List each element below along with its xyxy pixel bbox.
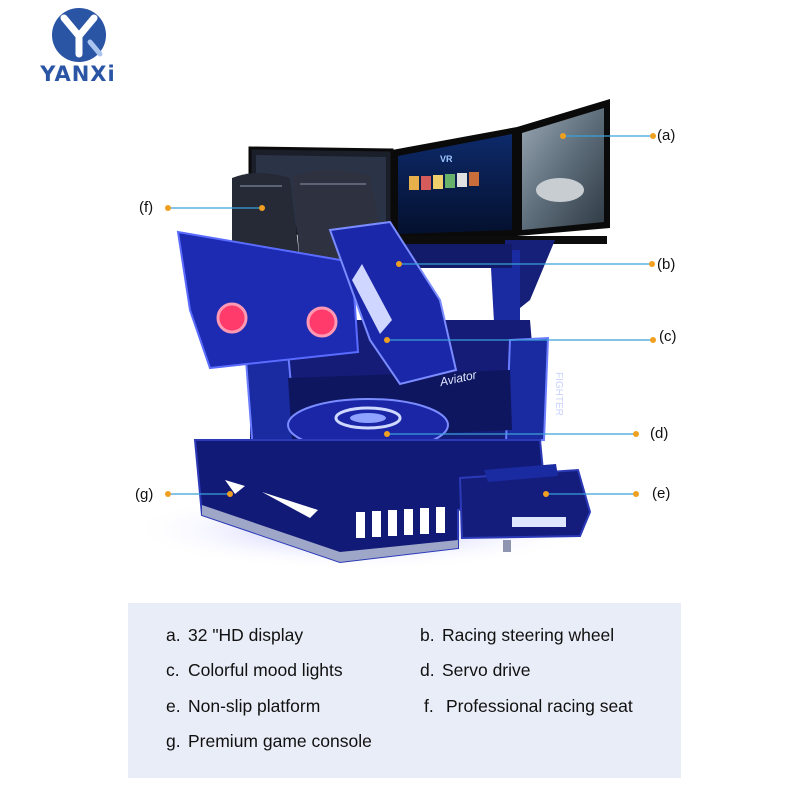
legend-text: 32 "HD display (188, 625, 304, 645)
legend-item-e: e. Non-slip platform (166, 696, 320, 717)
seat-back-right (328, 220, 458, 386)
callout-label-c: (c) (659, 328, 677, 345)
legend-text: Colorful mood lights (188, 660, 343, 680)
leader-c (384, 337, 656, 343)
legend-text: Non-slip platform (188, 696, 321, 716)
legend-letter: c. (166, 660, 180, 680)
base-platform (193, 439, 547, 564)
legend-letter: b. (420, 625, 435, 645)
mood-light-right (306, 306, 338, 338)
platform-light-slots (356, 507, 445, 538)
simulator-diagram: VR FIGHTER FIGHTER Aviator (130, 99, 656, 570)
legend-item-c: c. Colorful mood lights (166, 660, 343, 681)
legend-text: Servo drive (442, 660, 531, 680)
motion-base (287, 398, 449, 452)
right-pillar (504, 336, 550, 444)
racing-seats: Aviator (176, 170, 479, 389)
feature-legend: a. 32 "HD display b. Racing steering wheel… (128, 603, 681, 778)
legend-letter: f. (424, 696, 434, 716)
legend-text: Professional racing seat (446, 696, 633, 716)
legend-item-g: g. Premium game console (166, 731, 372, 752)
legend-item-a: a. 32 "HD display (166, 625, 303, 646)
leader-b (396, 261, 655, 267)
callout-label-e: (e) (652, 485, 671, 502)
callout-label-a: (a) (657, 127, 676, 144)
brand-logo: YANXi (28, 6, 128, 86)
leader-e (543, 491, 639, 497)
callout-label-f: (f) (139, 199, 154, 216)
legend-text: Racing steering wheel (442, 625, 615, 645)
legend-item-d: d. Servo drive (420, 660, 531, 681)
callout-label-b: (b) (657, 256, 676, 273)
legend-text: Premium game console (188, 731, 372, 751)
step-platform (458, 464, 592, 552)
brand-name: YANXi (40, 62, 116, 86)
callout-label-d: (d) (650, 425, 669, 442)
legend-item-f: f. Professional racing seat (424, 696, 633, 717)
legend-letter: d. (420, 660, 435, 680)
legend-letter: g. (166, 731, 181, 751)
legend-letter: a. (166, 625, 181, 645)
legend-letter: e. (166, 696, 181, 716)
callout-label-g: (g) (135, 486, 154, 503)
leader-d (384, 431, 639, 437)
leader-a (560, 133, 656, 139)
leader-f (165, 205, 265, 211)
legend-item-b: b. Racing steering wheel (420, 625, 614, 646)
leader-g (165, 491, 233, 497)
brand-logo-mark (52, 8, 106, 62)
leader-lines (165, 133, 656, 497)
right-pillar-text: FIGHTER (553, 372, 564, 416)
mood-light-left (216, 302, 248, 334)
center-screen-title: VR (440, 154, 453, 164)
